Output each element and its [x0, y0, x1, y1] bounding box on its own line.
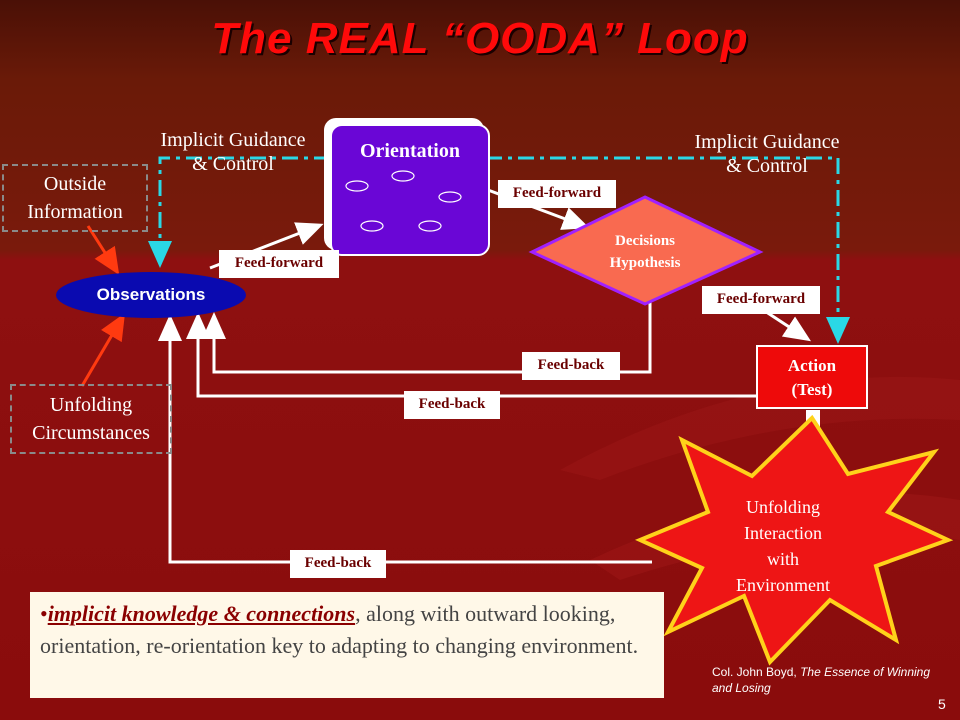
circumstances-line1: Unfolding: [49, 394, 133, 416]
decisions-line1: Decisions: [615, 233, 675, 249]
page-number: 5: [938, 696, 946, 712]
decisions-label: Decisions Hypothesis: [560, 230, 730, 274]
environment-line4: Environment: [736, 575, 830, 595]
implicit-guidance-path: [148, 156, 850, 344]
guidance-right-line1: Implicit Guidance: [694, 131, 840, 153]
orientation-title: Orientation: [360, 140, 460, 162]
citation-author: Col. John Boyd,: [712, 665, 801, 679]
circumstances-line2: Circumstances: [32, 422, 150, 444]
action-line1: Action: [787, 356, 837, 375]
key-note: •implicit knowledge & connections, along…: [30, 592, 664, 698]
citation: Col. John Boyd, The Essence of Winning a…: [712, 664, 932, 696]
implicit-guidance-left: Implicit Guidance & Control: [140, 128, 326, 176]
environment-line3: with: [766, 549, 799, 569]
outside-info-line1: Outside: [43, 173, 107, 195]
citation-work: The Essence of Winning and Losing: [712, 665, 931, 695]
feed-back-dec-label: Feed-back: [522, 352, 620, 380]
guidance-left-line1: Implicit Guidance: [160, 129, 306, 151]
action-line2: (Test): [791, 380, 833, 399]
note-bullet: •: [40, 601, 48, 626]
environment-line1: Unfolding: [746, 497, 820, 517]
guidance-right-line2: & Control: [726, 155, 808, 177]
outside-info-line2: Information: [27, 201, 123, 223]
feed-forward-obs-label: Feed-forward: [219, 250, 339, 278]
action-node: Action (Test): [756, 345, 868, 409]
feed-back-env-label: Feed-back: [290, 550, 386, 578]
feed-forward-orient-label: Feed-forward: [498, 180, 616, 208]
fb-action-path: [186, 312, 756, 398]
implicit-guidance-right: Implicit Guidance & Control: [672, 130, 862, 178]
note-emphasis: implicit knowledge & connections: [47, 601, 356, 626]
environment-label: Unfolding Interaction with Environment: [718, 494, 848, 598]
circumstances-arrow: [80, 312, 126, 387]
outside-info-arrow: [86, 225, 120, 276]
observations-node: Observations: [56, 272, 246, 318]
feed-forward-dec-label: Feed-forward: [702, 286, 820, 314]
outside-information-box: Outside Information: [2, 164, 148, 232]
decisions-line2: Hypothesis: [609, 255, 681, 271]
unfolding-circumstances-box: Unfolding Circumstances: [10, 384, 172, 454]
feed-back-action-label: Feed-back: [404, 391, 500, 419]
guidance-left-line2: & Control: [192, 153, 274, 175]
environment-line2: Interaction: [744, 523, 822, 543]
note-text: , along with outward looking, orientatio…: [40, 601, 639, 658]
page-title: The REAL “OODA” Loop: [211, 14, 749, 63]
fb-dec-path: [202, 302, 652, 374]
